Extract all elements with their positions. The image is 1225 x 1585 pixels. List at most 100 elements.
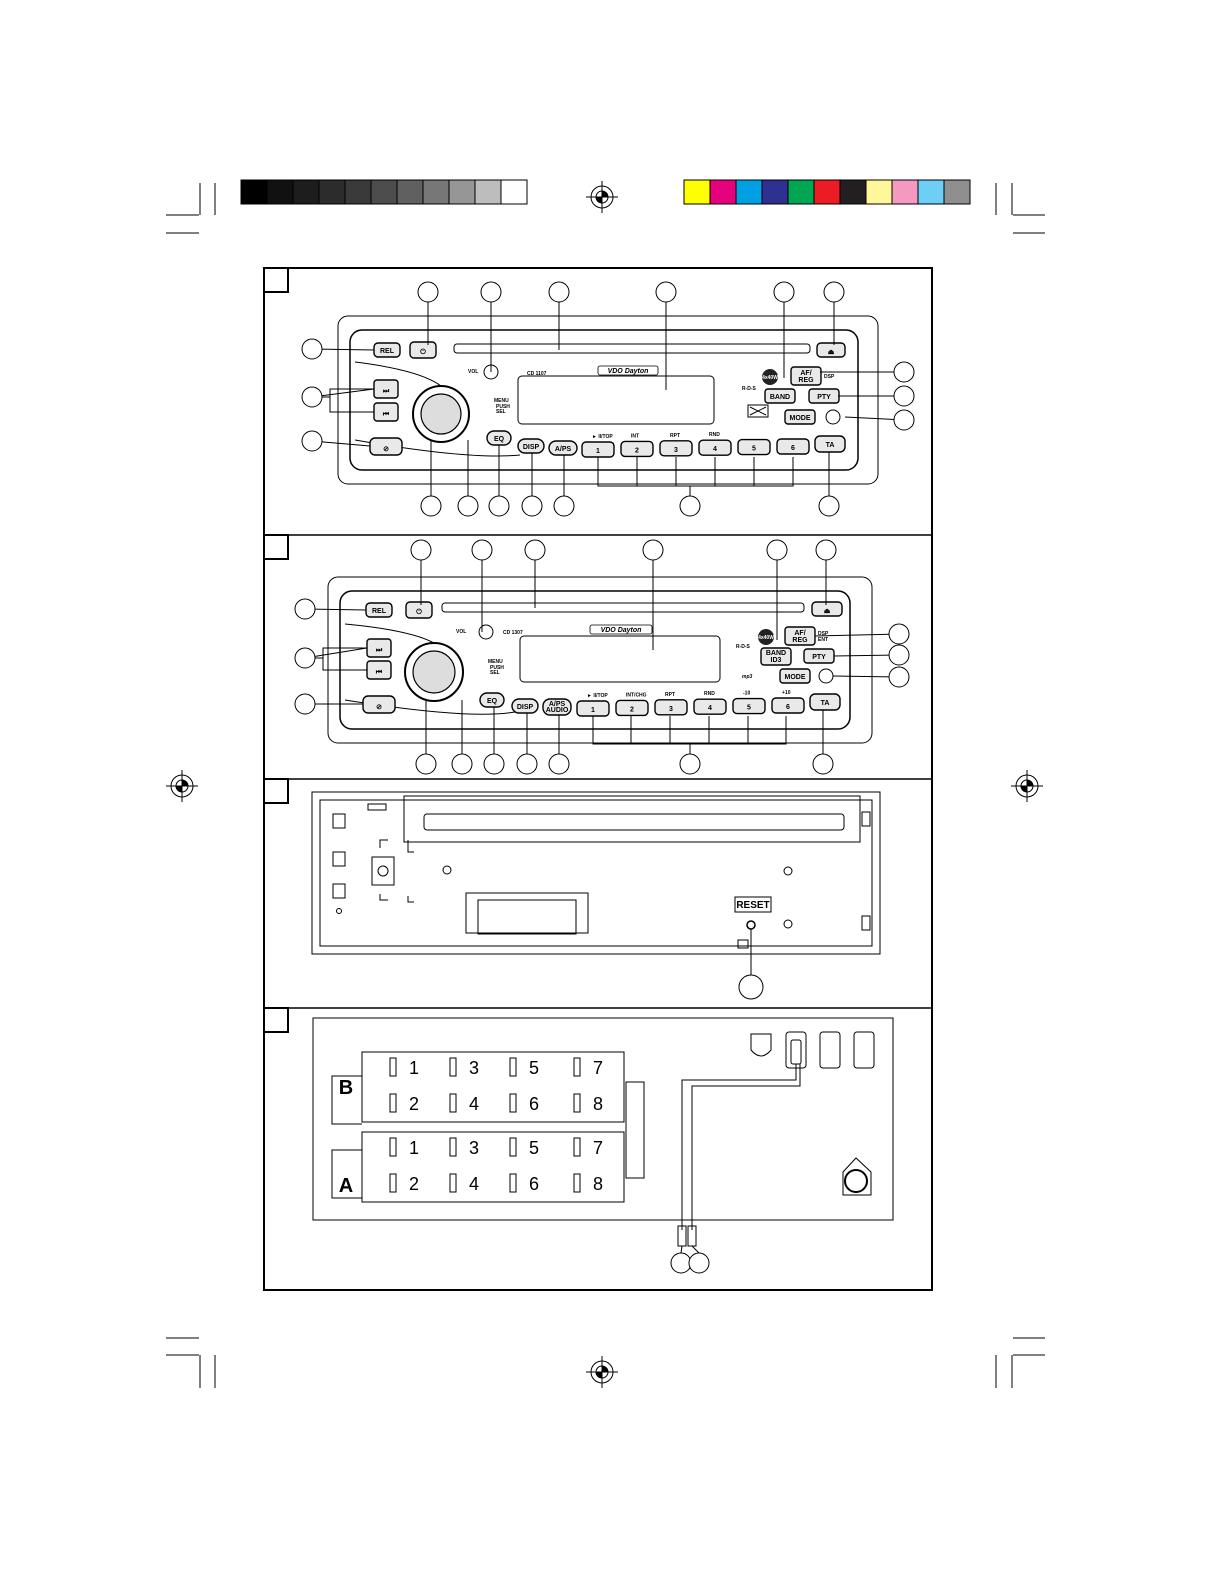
eq-button-1[interactable]: EQ xyxy=(486,430,512,446)
preset-function-label: ► II/TOP xyxy=(587,693,608,699)
pin-number: 5 xyxy=(529,1058,539,1078)
disp-button-1[interactable]: DISP xyxy=(517,438,545,454)
ta-button-2[interactable]: TA xyxy=(809,693,841,711)
af-reg-button-1[interactable]: AF/ REG xyxy=(790,366,822,386)
preset-button-6-p2[interactable]: 6 xyxy=(771,697,805,714)
mute-button-2[interactable]: ⊘ xyxy=(362,695,396,714)
color-swatch xyxy=(839,179,867,205)
aps-button-2[interactable]: A/PS AUDIO xyxy=(542,698,572,716)
preset-button-1-p2[interactable]: 1 xyxy=(576,700,610,717)
cd-slot-1 xyxy=(453,343,811,354)
preset-button-2-p2[interactable]: 2 xyxy=(615,699,649,717)
brand-logo-2: VDO Dayton xyxy=(589,624,653,635)
color-swatch xyxy=(865,179,893,205)
power-button-2[interactable]: ⏻ xyxy=(405,601,433,619)
brand-logo-1: VDO Dayton xyxy=(597,365,659,376)
callout-bubble xyxy=(815,539,837,561)
ta-button-1[interactable]: TA xyxy=(814,435,846,453)
callout-bubble xyxy=(471,539,493,561)
preset-label: 5 xyxy=(747,705,751,712)
eject-button-2[interactable]: ⏏ xyxy=(811,601,843,617)
cd-logo-1 xyxy=(747,404,769,418)
pty-button-1[interactable]: PTY xyxy=(808,388,840,404)
gray-swatch xyxy=(292,179,320,205)
reset-label: RESET xyxy=(736,900,769,911)
aps-button-1[interactable]: A/PS xyxy=(548,440,578,456)
preset-function-label: INT xyxy=(631,433,639,439)
rel-button-1[interactable]: REL xyxy=(373,342,401,358)
power-button-1[interactable]: ⏻ xyxy=(409,341,437,359)
next-track-button-2[interactable]: ⏭ xyxy=(366,638,392,658)
color-swatch xyxy=(787,179,815,205)
preset-button-3-p2[interactable]: 3 xyxy=(654,699,688,716)
rel-button-2-label: REL xyxy=(372,608,387,615)
pin-slot xyxy=(509,1057,517,1077)
preset-button-3-p1[interactable]: 3 xyxy=(659,440,693,457)
prev-track-button-2[interactable]: ⏮ xyxy=(366,660,392,680)
next-track-button-1[interactable]: ⏭ xyxy=(373,379,399,399)
mode-button-1-label: MODE xyxy=(790,415,811,422)
preset-label: 1 xyxy=(596,448,600,455)
band-button-1[interactable]: BAND xyxy=(764,388,796,404)
audio-button-2-label: AUDIO xyxy=(546,707,569,714)
gray-swatch xyxy=(240,179,268,205)
eject-button-1[interactable]: ⏏ xyxy=(816,342,846,358)
reset-button[interactable] xyxy=(746,920,756,930)
rel-button-1-label: REL xyxy=(380,348,395,355)
pin-slot xyxy=(573,1173,581,1193)
disp-button-2[interactable]: DISP xyxy=(511,698,539,714)
chassis-contact-1 xyxy=(332,813,346,829)
watt-label-1: 4x40W xyxy=(762,375,778,381)
callout-bubble xyxy=(548,281,570,303)
pin-slot xyxy=(389,1057,397,1077)
rel-button-2[interactable]: REL xyxy=(365,602,393,618)
menu-label-1: MENU xyxy=(494,398,509,404)
preset-button-5-p1[interactable]: 5 xyxy=(737,438,771,456)
antenna-socket xyxy=(844,1169,868,1193)
connector-side-rail xyxy=(625,1081,645,1179)
chassis-pin xyxy=(336,908,342,914)
eq-button-2-label: EQ xyxy=(487,698,498,705)
chassis-connector-port xyxy=(465,892,589,934)
callout-bubble xyxy=(823,281,845,303)
callout-bubble xyxy=(483,753,505,775)
panel-2-tab xyxy=(263,534,289,560)
chassis-side-tab-1 xyxy=(861,811,871,827)
preset-button-2-p1[interactable]: 2 xyxy=(620,440,654,458)
pin-slot xyxy=(509,1093,517,1113)
prev-track-button-1[interactable]: ⏮ xyxy=(373,402,399,422)
aps-button-1-label: A/PS xyxy=(555,446,572,453)
pin-slot xyxy=(509,1173,517,1193)
preset-button-5-p2[interactable]: 5 xyxy=(732,697,766,715)
pin-number: 8 xyxy=(593,1094,603,1114)
gray-swatch xyxy=(422,179,450,205)
callout-reset xyxy=(738,974,764,1000)
registration-mark-bottom xyxy=(586,1356,618,1388)
preset-button-1-p1[interactable]: 1 xyxy=(581,441,615,458)
preset-function-label: ► II/TOP xyxy=(592,434,613,440)
watt-label-2: 4x40W xyxy=(758,635,774,641)
cd-slot-2 xyxy=(441,602,805,613)
eq-button-2[interactable]: EQ xyxy=(479,692,505,708)
chassis-contact-2 xyxy=(332,851,346,867)
connector-a-letter: A xyxy=(339,1175,353,1197)
callout-bubble xyxy=(888,623,910,645)
mute-button-1[interactable]: ⊘ xyxy=(369,437,403,456)
preset-button-6-p1[interactable]: 6 xyxy=(776,438,810,455)
color-swatch xyxy=(709,179,737,205)
volume-knob-2-center xyxy=(412,650,456,694)
mode-button-1[interactable]: MODE xyxy=(784,409,816,425)
band-button-2[interactable]: BAND ID3 xyxy=(760,647,792,666)
pty-button-2[interactable]: PTY xyxy=(803,648,835,664)
callout-bubble xyxy=(524,539,546,561)
preset-button-4-p1[interactable]: 4 xyxy=(698,439,732,456)
mode-button-2[interactable]: MODE xyxy=(779,668,811,684)
preset-button-4-p2[interactable]: 4 xyxy=(693,698,727,715)
disp-button-1-label: DISP xyxy=(523,444,540,451)
af-reg-button-2[interactable]: AF/ REG xyxy=(784,626,816,646)
reg-label-1: REG xyxy=(798,377,814,384)
skip-back-icon: ⏮ xyxy=(383,411,390,418)
rca-port-4 xyxy=(853,1031,875,1069)
pin-slot xyxy=(573,1093,581,1113)
